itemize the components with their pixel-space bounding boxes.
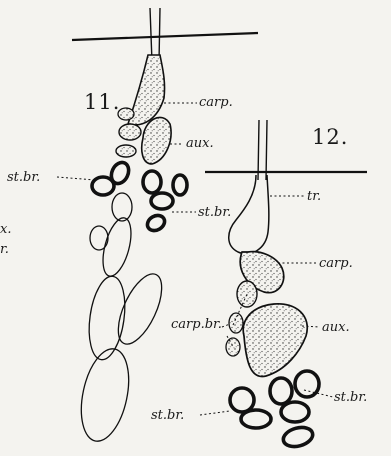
fig12-label-tr: tr. <box>307 190 321 203</box>
fig11-axial-cell <box>98 215 137 279</box>
fig11-surface-line <box>72 33 258 40</box>
fig11-axial-cell <box>84 274 129 362</box>
fig11-carpogonial-cell <box>116 145 136 157</box>
figure-11-drawing <box>57 8 258 446</box>
fig12-carpogonial-branch-cell <box>226 338 240 356</box>
fig12-label-st-br-left: st.br. <box>151 409 184 422</box>
fig11-label-st-br-left: st.br. <box>7 171 40 184</box>
fig11-trichogyne <box>150 8 160 62</box>
fig11-sterile-branch-cell <box>173 175 187 195</box>
fig11-axial-cell <box>112 193 132 221</box>
fig12-label-st-br-right: st.br. <box>334 391 367 404</box>
fig12-sterile-branch-cell <box>295 371 319 397</box>
fig11-label-cut-x: x. <box>0 223 11 236</box>
fig12-trichogyne-base <box>229 175 269 254</box>
fig11-label-cut-r: r. <box>0 243 9 256</box>
fig11-carpogonial-cell <box>119 124 141 140</box>
figure-11-number: 11. <box>84 92 120 113</box>
fig11-label-aux: aux. <box>186 137 214 150</box>
fig12-sterile-branch-cell <box>270 378 292 404</box>
fig11-sterile-branch-cell <box>145 212 168 233</box>
fig12-sterile-branch-cell <box>230 388 254 412</box>
fig12-carpogonial-branch-cell <box>229 313 243 333</box>
fig11-sterile-branch-cell <box>143 171 161 193</box>
fig12-sterile-branch-cell <box>241 410 271 428</box>
fig12-sterile-branch-cell <box>281 402 309 422</box>
fig11-label-carp: carp. <box>199 96 233 109</box>
fig12-auxiliary-cell <box>243 304 307 377</box>
fig12-label-aux: aux. <box>322 321 350 334</box>
fig12-carpogonial-branch-cell <box>237 281 257 307</box>
fig12-label-carp-br: carp.br. <box>171 318 222 331</box>
fig11-auxiliary-cell <box>142 117 171 164</box>
fig12-sterile-branch-cell <box>281 424 315 449</box>
figure-12-number: 12. <box>312 127 348 148</box>
fig11-sterile-branch-cell <box>151 193 173 209</box>
fig12-label-carp: carp. <box>319 257 353 270</box>
fig11-label-st-br-right: st.br. <box>198 206 231 219</box>
